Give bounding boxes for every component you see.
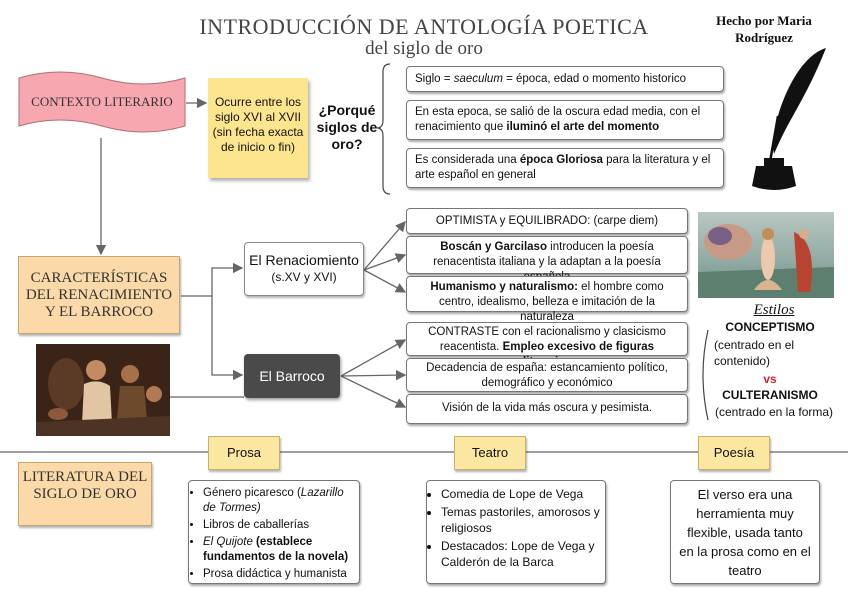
prosa-list-box: Género picaresco (Lazarillo de Tormes) L… xyxy=(188,480,360,584)
prosa-item-4: Prosa didáctica y humanista xyxy=(203,567,355,582)
prosa-item-3-italic: El Quijote xyxy=(203,536,253,548)
prosa-item-2: Libros de caballerías xyxy=(203,518,355,533)
teatro-item-2: Temas pastoriles, amorosos y religiosos xyxy=(441,504,601,536)
poesia-text-box: El verso era una herramienta muy flexibl… xyxy=(670,480,820,584)
conceptismo-label: CONCEPTISMO xyxy=(725,320,815,334)
barroco-box: El Barroco xyxy=(244,354,340,398)
renacimiento-period: (s.XV y XVI) xyxy=(271,270,337,284)
sticky-note-dates: Ocurre entre los siglo XVI al XVII (sin … xyxy=(208,78,308,178)
reason-3-text-a: Es considerada una xyxy=(415,154,520,166)
reason-2-text-bold: iluminó el arte del momento xyxy=(506,121,660,133)
renacimiento-point-3-text: el hombre como centro, idealismo, bellez… xyxy=(438,281,664,323)
renacimiento-point-3: Humanismo y naturalismo: el hombre como … xyxy=(406,276,688,323)
conceptismo-desc: (centrado en el contenido) xyxy=(714,338,795,368)
reason-1-text-a: Siglo = xyxy=(415,73,454,85)
culteranismo-label: CULTERANISMO xyxy=(722,388,818,402)
renacimiento-point-2-bold: Boscán y Garcilaso xyxy=(440,241,547,253)
estilos-heading: Estilos xyxy=(753,302,795,318)
prosa-item-3: El Quijote (establece fundamentos de la … xyxy=(203,535,355,565)
reason-box-3: Es considerada una época Gloriosa para l… xyxy=(406,148,724,188)
porque-question: ¿Porqué siglos de oro? xyxy=(316,102,378,152)
prosa-item-1: Género picaresco (Lazarillo de Tormes) xyxy=(203,486,355,516)
teatro-list-box: Comedia de Lope de Vega Temas pastoriles… xyxy=(426,480,606,584)
tab-teatro: Teatro xyxy=(454,436,526,470)
barroco-point-1-text: CONTRASTE con el racionalismo y clasicis… xyxy=(428,326,666,353)
barroco-point-1: CONTRASTE con el racionalismo y clasicis… xyxy=(406,322,688,368)
tab-poesia: Poesía xyxy=(698,436,770,470)
prosa-item-1-text: Género picaresco ( xyxy=(203,487,301,499)
reason-3-text-bold: época Gloriosa xyxy=(519,154,603,166)
contexto-literario-label: CONTEXTO LITERARIO xyxy=(31,94,173,109)
renacimiento-point-1: OPTIMISTA y EQUILIBRADO: (carpe diem) xyxy=(406,208,688,234)
contexto-literario-banner xyxy=(18,71,186,133)
baroque-painting xyxy=(36,344,170,436)
tab-prosa: Prosa xyxy=(208,436,280,470)
birth-of-venus-painting xyxy=(698,212,834,298)
reason-1-text-italic: saeculum xyxy=(453,73,503,85)
renacimiento-point-2: Boscán y Garcilaso introducen la poesía … xyxy=(406,236,688,283)
page-subtitle: del siglo de oro xyxy=(365,38,483,59)
quill-inkwell-icon xyxy=(752,48,826,190)
reason-3-text-c: para la literatura y el arte español en … xyxy=(415,154,711,181)
culteranismo-desc: (centrado en la forma) xyxy=(714,405,834,419)
renacimiento-point-3-bold: Humanismo y naturalismo: xyxy=(430,281,578,293)
versus-label: vs xyxy=(763,372,777,386)
literatura-box: LITERATURA DEL SIGLO DE ORO xyxy=(18,462,152,526)
reason-box-2: En esta epoca, se salió de la oscura eda… xyxy=(406,100,724,140)
reason-box-1: Siglo = saeculum = época, edad o momento… xyxy=(406,66,724,92)
prosa-item-3-bold: (establece fundamentos de la novela) xyxy=(203,536,349,563)
barroco-point-3: Visión de la vida más oscura y pesimista… xyxy=(406,394,688,424)
reason-2-text-a: En esta epoca, se salió de la oscura eda… xyxy=(415,106,701,133)
renacimiento-box: El Renaciomiento (s.XV y XVI) xyxy=(244,242,364,296)
caracteristicas-box: CARACTERÍSTICAS DEL RENACIMIENTO Y EL BA… xyxy=(18,256,180,334)
barroco-point-2: Decadencia de españa: estancamiento polí… xyxy=(406,358,688,392)
renacimiento-title: El Renaciomiento xyxy=(249,252,359,268)
reason-1-text-c: = época, edad o momento historico xyxy=(502,73,687,85)
prosa-item-1-italic: Lazarillo de Tormes) xyxy=(203,487,344,514)
teatro-item-3: Destacados: Lope de Vega y Calderón de l… xyxy=(441,538,601,570)
author-credit: Hecho por Maria Rodríguez xyxy=(716,13,812,45)
teatro-item-1: Comedia de Lope de Vega xyxy=(441,486,601,502)
page-title: INTRODUCCIÓN DE ANTOLOGÍA POETICA xyxy=(199,14,649,39)
